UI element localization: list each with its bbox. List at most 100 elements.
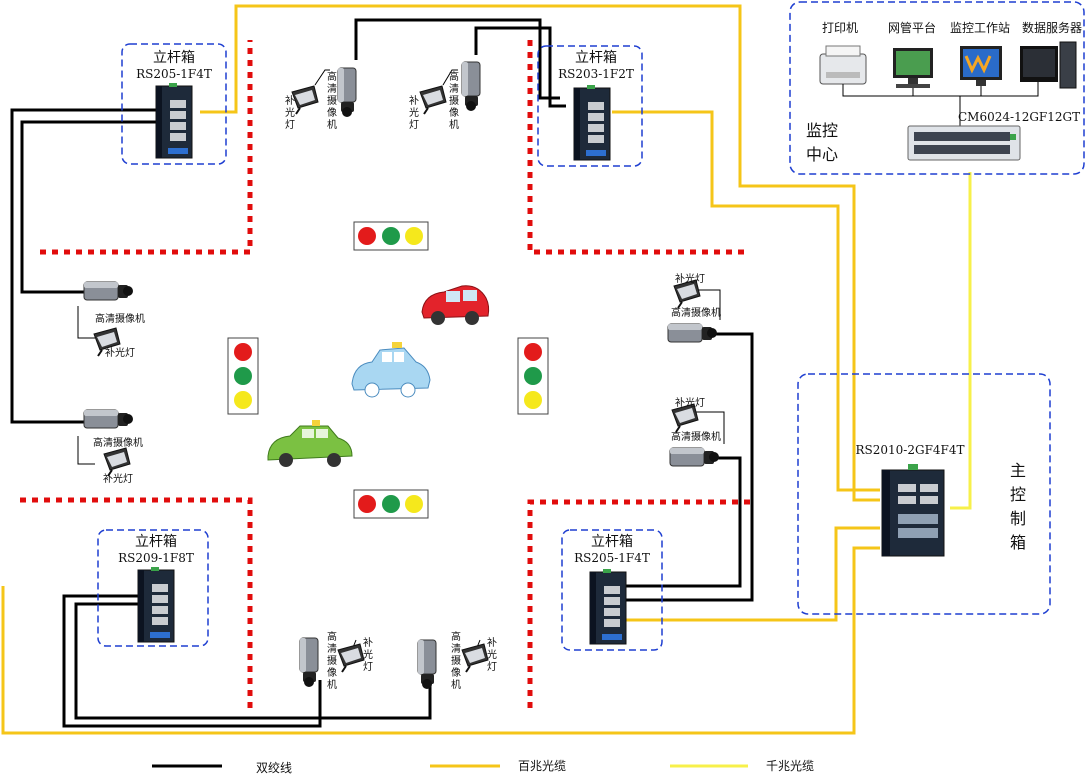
- camera-icon: [83, 281, 134, 301]
- traffic-light-right: [517, 337, 549, 415]
- car-blue-icon: [351, 342, 431, 398]
- monitor-center-label-2: 中心: [806, 145, 838, 164]
- core-switch-model: CM6024-12GF12GT: [958, 110, 1080, 124]
- svg-text:灯: 灯: [409, 119, 419, 131]
- light-icon: [337, 643, 365, 673]
- monitor-center-label-1: 监控: [806, 121, 838, 140]
- main-box-label-4: 箱: [1010, 533, 1026, 552]
- svg-text:补: 补: [285, 94, 295, 107]
- legend-label-1000m: 千兆光缆: [766, 759, 814, 773]
- svg-text:光: 光: [487, 648, 497, 661]
- svg-text:机: 机: [451, 678, 461, 691]
- svg-text:补: 补: [363, 636, 373, 649]
- box-bottom-left: 立杆箱 RS209-1F8T: [97, 529, 209, 647]
- svg-text:光: 光: [285, 106, 295, 119]
- svg-text:补光灯: 补光灯: [103, 472, 133, 485]
- core-switch-icon: [907, 125, 1021, 161]
- svg-text:像: 像: [327, 107, 337, 119]
- svg-text:摄: 摄: [327, 654, 337, 667]
- device-label-nms: 网管平台: [888, 20, 936, 35]
- twisted-pair-lines: [10, 18, 754, 728]
- camera-top-1: 高 清 摄 像 机 补 光 灯: [285, 67, 357, 131]
- camera-left-1: 高清摄像机 补光灯: [83, 281, 145, 359]
- camera-icon: [461, 61, 481, 112]
- light-icon: [103, 447, 131, 477]
- main-box-label-1: 主: [1010, 461, 1026, 480]
- svg-text:补光灯: 补光灯: [105, 346, 135, 359]
- main-box-label-3: 制: [1010, 509, 1026, 528]
- svg-text:机: 机: [449, 118, 459, 131]
- box-top-right: 立杆箱 RS203-1F2T: [537, 45, 643, 167]
- svg-text:高清摄像机: 高清摄像机: [95, 312, 145, 325]
- light-icon: [291, 85, 319, 115]
- svg-text:机: 机: [327, 118, 337, 131]
- camera-icon: [337, 67, 357, 118]
- svg-text:摄: 摄: [449, 94, 459, 107]
- svg-text:高: 高: [327, 630, 337, 643]
- box-title: 立杆箱: [135, 534, 177, 550]
- switch-icon: [137, 566, 175, 643]
- monitor-icon: [893, 48, 933, 88]
- camera-icon: [667, 323, 718, 343]
- light-icon: [461, 643, 489, 673]
- traffic-light-left: [227, 337, 259, 415]
- switch-model: RS209-1F8T: [118, 551, 194, 565]
- svg-text:清: 清: [327, 642, 337, 655]
- device-label-printer: 打印机: [822, 21, 858, 35]
- camera-icon: [299, 637, 319, 688]
- light-icon: [419, 85, 447, 115]
- switch-icon: [573, 84, 611, 161]
- svg-text:补: 补: [487, 636, 497, 649]
- switch-model: RS203-1F2T: [558, 67, 634, 81]
- box-title: 立杆箱: [153, 50, 195, 66]
- svg-text:补光灯: 补光灯: [675, 272, 705, 285]
- switch-model: RS205-1F4T: [136, 67, 212, 81]
- svg-text:光: 光: [409, 106, 419, 119]
- svg-text:补光灯: 补光灯: [675, 396, 705, 409]
- svg-text:高清摄像机: 高清摄像机: [671, 430, 721, 443]
- camera-right-2: 补光灯 高清摄像机: [669, 396, 721, 467]
- legend: 双绞线 百兆光缆 千兆光缆: [152, 759, 814, 775]
- device-label-server: 数据服务器: [1022, 20, 1082, 35]
- svg-text:像: 像: [449, 107, 459, 119]
- svg-text:摄: 摄: [327, 94, 337, 107]
- svg-text:像: 像: [451, 667, 461, 679]
- main-control-box: RS2010-2GF4F4T 主 控 制 箱: [797, 373, 1051, 615]
- main-switch-icon: [881, 464, 945, 557]
- fiber-100m-lines: [1, 4, 880, 735]
- svg-text:光: 光: [363, 648, 373, 661]
- device-label-workstation: 监控工作站: [950, 21, 1010, 35]
- switch-model: RS205-1F4T: [574, 551, 650, 565]
- svg-text:机: 机: [327, 678, 337, 691]
- switch-icon: [155, 82, 193, 159]
- svg-text:清: 清: [451, 642, 461, 655]
- traffic-light-bottom: [353, 489, 429, 519]
- camera-right-1: 补光灯 高清摄像机: [667, 272, 721, 343]
- svg-text:像: 像: [327, 667, 337, 679]
- svg-text:高清摄像机: 高清摄像机: [93, 436, 143, 449]
- svg-text:补: 补: [409, 94, 419, 107]
- box-bottom-right: 立杆箱 RS205-1F4T: [561, 529, 663, 651]
- svg-text:高: 高: [327, 70, 337, 83]
- main-box-label-2: 控: [1010, 485, 1026, 504]
- svg-text:清: 清: [327, 82, 337, 95]
- svg-text:清: 清: [449, 82, 459, 95]
- camera-icon: [83, 409, 134, 429]
- workstation-icon: [960, 46, 1002, 86]
- svg-text:摄: 摄: [451, 654, 461, 667]
- camera-icon: [669, 447, 720, 467]
- car-green-icon: [267, 420, 353, 467]
- camera-left-2: 高清摄像机 补光灯: [83, 409, 143, 485]
- svg-text:灯: 灯: [363, 661, 373, 673]
- traffic-light-top: [353, 221, 429, 251]
- svg-text:灯: 灯: [487, 661, 497, 673]
- svg-text:高: 高: [451, 630, 461, 643]
- server-icon: [1020, 41, 1077, 89]
- main-switch-model: RS2010-2GF4F4T: [856, 443, 965, 457]
- svg-text:高清摄像机: 高清摄像机: [671, 306, 721, 319]
- legend-label-twisted-pair: 双绞线: [256, 760, 292, 775]
- svg-text:高: 高: [449, 70, 459, 83]
- car-red-icon: [421, 285, 490, 325]
- road-boundaries: [20, 40, 750, 708]
